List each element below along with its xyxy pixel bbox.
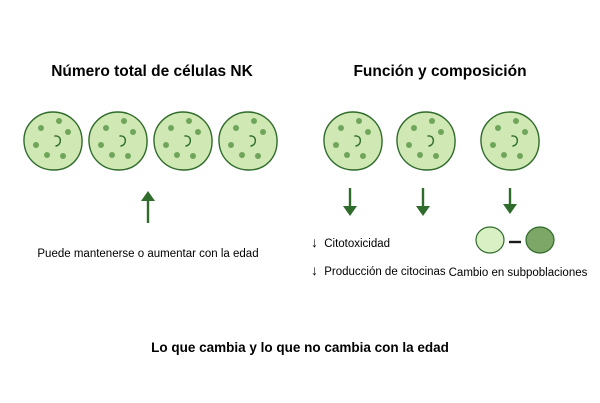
subpopulation-change-icon bbox=[475, 226, 555, 254]
nk-cell-icon bbox=[23, 111, 83, 171]
effect-item-cytokines: ↓ Producción de citocinas bbox=[311, 262, 446, 278]
light-cell-icon bbox=[475, 226, 505, 254]
diagram-caption: Lo que cambia y lo que no cambia con la … bbox=[151, 340, 449, 355]
down-arrow-glyph: ↓ bbox=[311, 262, 318, 278]
down-arrow-icon bbox=[503, 188, 517, 214]
nk-cell-icon bbox=[218, 111, 278, 171]
down-arrow-icon bbox=[416, 188, 430, 216]
down-arrow-glyph: ↓ bbox=[311, 234, 318, 250]
nk-cell-icon bbox=[153, 111, 213, 171]
effect-item-cytotoxicity: ↓ Citotoxicidad bbox=[311, 234, 390, 250]
up-arrow-icon bbox=[141, 191, 155, 223]
nk-cell-icon bbox=[396, 111, 456, 171]
down-arrow-icon bbox=[343, 188, 357, 216]
dark-cell-icon bbox=[525, 226, 555, 254]
effect-label: Producción de citocinas bbox=[324, 266, 446, 278]
left-panel-caption: Puede mantenerse o aumentar con la edad bbox=[37, 248, 258, 260]
left-panel-title: Número total de células NK bbox=[51, 63, 253, 80]
nk-cell-icon bbox=[88, 111, 148, 171]
subpopulation-caption: Cambio en subpoblaciones bbox=[449, 267, 588, 279]
right-panel-title: Función y composición bbox=[353, 63, 526, 80]
nk-cell-icon bbox=[480, 111, 540, 171]
effect-label: Citotoxicidad bbox=[324, 238, 390, 250]
nk-cell-icon bbox=[323, 111, 383, 171]
